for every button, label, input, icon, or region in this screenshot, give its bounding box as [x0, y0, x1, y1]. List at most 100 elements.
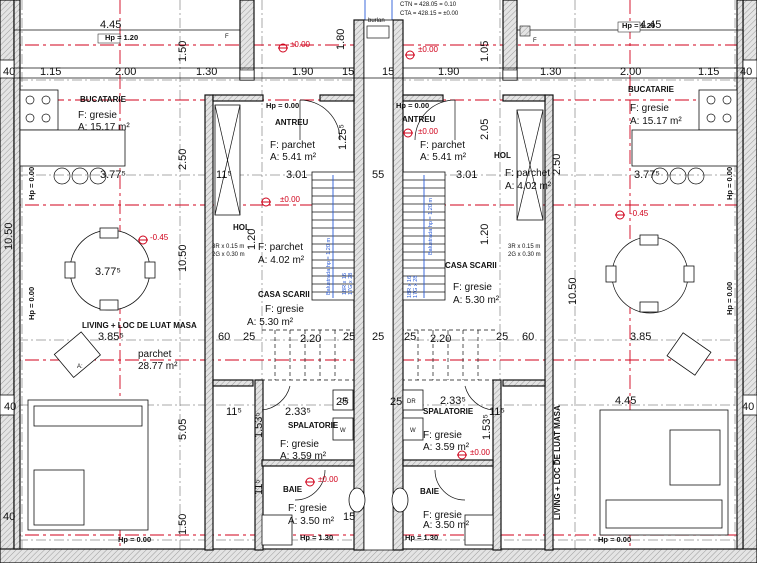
baie-area-right: A: 3.50 m²: [423, 520, 470, 531]
spalatorie-area-left: A: 3.59 m²: [280, 451, 327, 462]
header-levels: CTN = 428.05 = 0.10 CTA = 428.15 = ±0.00…: [366, 2, 459, 39]
baie-finish-right: F: gresie: [423, 510, 462, 521]
dim-15-right: 15: [382, 66, 394, 78]
label-f-left: F: [225, 34, 229, 40]
dim-40-left-lower: 40: [4, 401, 16, 413]
level-marker-5: -0.45: [138, 233, 169, 245]
dim-3-85-left: 3.85⁵: [98, 331, 124, 343]
dim-55: 55: [372, 169, 384, 181]
spalatorie-area-right: A: 3.59 m²: [423, 442, 470, 453]
room-hol-right: HOL: [494, 151, 511, 160]
room-antreu-right: ANTREU: [402, 115, 436, 124]
dim-25-left-b: 25: [343, 331, 355, 343]
level-marker-2: ±0.00: [405, 45, 439, 60]
dim-15-baie-left: 15: [343, 511, 355, 523]
living-f-right: F: [553, 461, 557, 467]
dim-2-33-right: 2.33⁵: [440, 395, 466, 407]
dim-25-right-b: 25: [496, 331, 508, 343]
hol-finish-right: F: parchet: [505, 168, 550, 179]
baie-area-left: A: 3.50 m²: [288, 516, 335, 527]
dim-60-left: 60: [218, 331, 230, 343]
antreu-area-right: A: 5.41 m²: [420, 152, 467, 163]
dim-25-spal-right: 25: [390, 396, 402, 408]
living-furniture-left: A:: [27, 331, 149, 531]
stair-treads-right-b: 17G x 28: [413, 276, 419, 298]
level-markers: ±0.00 ±0.00 ±0.00 ±0.00 -0.45 -0.45: [138, 40, 649, 487]
dim-10-50-inner-left: 10.50: [177, 244, 189, 272]
label-w-right: W: [410, 428, 416, 434]
antreu-right: ANTREU F: parchet A: 5.41 m² HOL F: parc…: [372, 99, 552, 221]
stair-steps-b-right: 2G x 0.30 m: [508, 252, 541, 258]
antreu-finish-left: F: parchet: [270, 140, 315, 151]
dim-60-right: 60: [522, 331, 534, 343]
room-living-right: LIVING + LOC DE LUAT MASA: [553, 405, 562, 520]
casa-scarii-area-right: A: 5.30 m²: [453, 295, 500, 306]
room-bucatarie-right: BUCATARIE: [628, 85, 675, 94]
dim-5-05-left: 5.05: [177, 419, 189, 440]
level-zero-hol-left: ±0.00: [280, 195, 301, 204]
staircase-right: Balustrada hp = 1.20 m 18R x 16 17G x 28…: [372, 171, 541, 381]
room-hol-left: HOL: [233, 223, 250, 232]
dim-3-77-dining-left: 3.77⁵: [95, 266, 121, 278]
dim-4-45-left: 4.45: [100, 19, 121, 31]
bucatarie-finish-left: F: gresie: [78, 110, 117, 121]
room-antreu-left: ANTREU: [275, 118, 309, 127]
dim-11-5-lower-left: 11⁵: [226, 406, 242, 418]
dining-left: 3.77⁵ LIVING + LOC DE LUAT MASA 3.85⁵ pa…: [3, 149, 197, 535]
living-finish-left: parchet: [138, 349, 172, 360]
dim-2-00-right: 2.00: [620, 66, 641, 78]
top-dimension-strip: 4.45 4.45 1.15 2.00 1.30 1.90 15 15 1.90…: [3, 19, 752, 79]
dim-1-50-top: 1.50: [177, 41, 189, 62]
dim-2-50-left: 2.50: [177, 149, 189, 170]
dim-2-20-right: 2.20: [430, 333, 451, 345]
dim-40-right: 40: [740, 66, 752, 78]
label-w-left: W: [340, 428, 346, 434]
baie-left: BAIE F: gresie A: 3.50 m² 11⁵ 15 Hp = 1.…: [253, 469, 366, 546]
level-marker-3: ±0.00: [403, 127, 439, 138]
hp-1-30-left: Hp = 1.30: [300, 533, 333, 542]
dim-3-85-right: 3.85: [630, 331, 651, 343]
dim-25-spal-left: 25: [336, 396, 348, 408]
baie-finish-left: F: gresie: [288, 503, 327, 514]
room-spalatorie-right: SPALATORIE: [423, 407, 474, 416]
stair-balustrade-right: Balustrada hp = 1.20 m: [428, 198, 434, 255]
label-dr-right: DR: [407, 399, 416, 405]
casa-scarii-finish-left: F: gresie: [265, 304, 304, 315]
dim-11-5-lower-right: 11⁵: [489, 406, 505, 418]
hol-area-right: A: 4.02 m²: [505, 181, 552, 192]
dim-40-right-lower: 40: [742, 401, 754, 413]
dim-25-center: 25: [372, 331, 384, 343]
stair-treads-left-a: 18R x 16: [342, 273, 348, 295]
level-zero-baie-left: ±0.00: [318, 475, 339, 484]
living-furniture-right: F: [553, 332, 729, 536]
dim-1-20-right: 1.20: [479, 224, 491, 245]
level-zero-spalatorie-right: ±0.00: [470, 448, 491, 457]
casa-scarii-area-left: A: 5.30 m²: [247, 317, 294, 328]
level-marker-7: ±0.00: [457, 448, 491, 460]
room-living-left: LIVING + LOC DE LUAT MASA: [82, 321, 197, 330]
dim-1-15-right: 1.15: [698, 66, 719, 78]
dim-1-15-left: 1.15: [40, 66, 61, 78]
spalatorie-left: DR W SPALATORIE F: gresie A: 3.59 m² 2.3…: [226, 385, 354, 462]
dim-1-53-left: 1.53⁵: [253, 412, 265, 438]
dim-11-5-left: 11⁵: [216, 169, 232, 181]
level-zero-top-left: ±0.00: [290, 40, 311, 49]
dim-3-01-right: 3.01: [456, 169, 477, 181]
label-dr-left: DR: [340, 399, 349, 405]
dim-2-00-left: 2.00: [115, 66, 136, 78]
level-marker-8: ±0.00: [305, 475, 339, 487]
stair-treads-left-b: 17G x 28: [348, 273, 354, 295]
spalatorie-finish-right: F: gresie: [423, 430, 462, 441]
dim-2-50-right: 2.50: [551, 154, 563, 175]
room-casa-scarii-left: CASA SCARII: [258, 290, 310, 299]
dim-11-5-baie-left: 11⁵: [253, 479, 265, 495]
label-f-right: F: [533, 38, 537, 44]
dim-1-50-bottom-left: 1.50: [177, 514, 189, 535]
dim-40-bottom-left: 40: [3, 511, 15, 523]
hp-0-00-antreu-right: Hp = 0.00: [396, 101, 429, 110]
level-minus-left: -0.45: [150, 233, 169, 242]
antreu-area-left: A: 5.41 m²: [270, 152, 317, 163]
room-baie-left: BAIE: [283, 485, 303, 494]
living-area-left: 28.77 m²: [138, 361, 178, 372]
